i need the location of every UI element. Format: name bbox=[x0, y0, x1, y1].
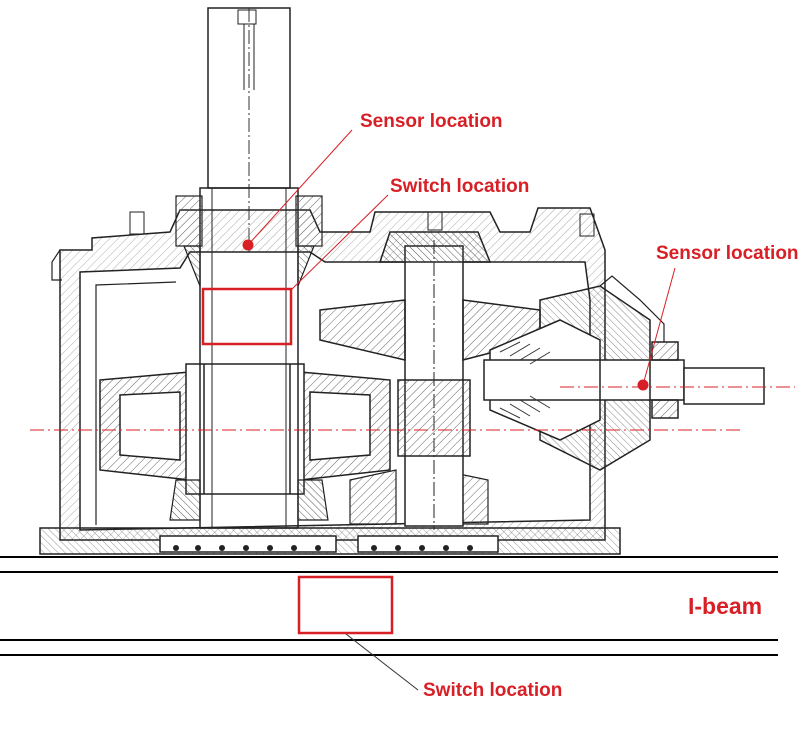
leader-switch-top bbox=[290, 194, 389, 291]
annotations bbox=[201, 129, 676, 691]
main-shaft bbox=[199, 187, 299, 529]
leader-switch-bottom bbox=[345, 633, 419, 691]
sensor-dot-top bbox=[242, 239, 254, 251]
sensor-location-label-right: Sensor location bbox=[656, 243, 799, 264]
switch-location-label-top: Switch location bbox=[390, 176, 530, 197]
switch-location-label-bottom: Switch location bbox=[423, 680, 563, 701]
switch-box-shaft bbox=[201, 287, 293, 346]
center-lines bbox=[30, 386, 795, 431]
sensor-location-label-top: Sensor location bbox=[360, 111, 503, 132]
sensor-dot-right bbox=[637, 379, 649, 391]
bevel-teeth bbox=[499, 341, 551, 419]
i-beam bbox=[0, 556, 778, 656]
leader-sensor-right bbox=[642, 267, 676, 386]
main-gear bbox=[99, 363, 391, 495]
leader-sensor-top bbox=[247, 129, 353, 246]
input-shaft bbox=[483, 275, 765, 471]
upper-bearing bbox=[175, 195, 323, 287]
switch-box-ibeam bbox=[297, 575, 394, 635]
i-beam-label: I-beam bbox=[688, 593, 763, 619]
base-plate bbox=[39, 527, 621, 555]
